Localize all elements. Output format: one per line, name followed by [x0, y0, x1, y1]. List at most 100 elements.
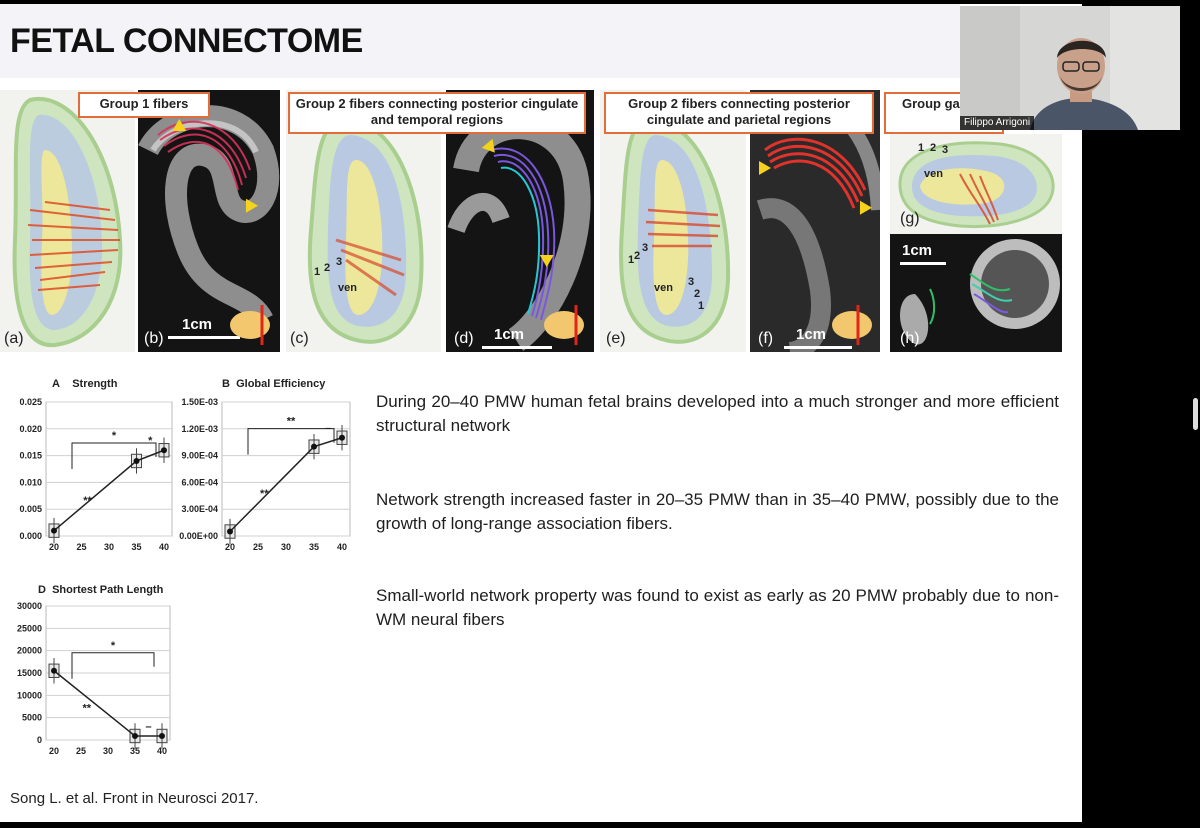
panel-label-f: (f) [758, 330, 774, 347]
x-tick-label: 40 [157, 746, 167, 756]
scale-bar-label: 1cm [182, 316, 213, 333]
region-number: 3 [688, 276, 695, 288]
significance-bracket [247, 428, 335, 455]
chart-title: A Strength [52, 378, 117, 390]
scale-bar-label: 1cm [796, 326, 827, 343]
y-tick-label: 0.005 [19, 504, 42, 514]
y-tick-label: 0 [37, 735, 42, 745]
scale-bar-label: 1cm [902, 242, 933, 259]
y-tick-label: 25000 [17, 623, 42, 633]
slide-title: FETAL CONNECTOME [10, 22, 363, 60]
panel-label-a: (a) [4, 330, 24, 347]
plot-area [221, 401, 351, 537]
scale-bar [900, 262, 946, 265]
figure-caption: Group 2 fibers connecting posterior cing… [604, 92, 874, 134]
participant-video-tile[interactable] [960, 6, 1180, 130]
significance-marker: * [112, 430, 117, 442]
x-tick-label: 20 [49, 542, 59, 552]
chart-panel-letter: B [222, 378, 230, 390]
y-tick-label: 9.00E-04 [181, 451, 218, 461]
x-tick-label: 35 [131, 542, 141, 552]
x-tick-label: 25 [253, 542, 263, 552]
chart-title: B Global Efficiency [222, 378, 325, 390]
scale-bar [168, 336, 240, 339]
panel-label-g: (g) [900, 210, 920, 227]
y-tick-label: 5000 [22, 713, 42, 723]
panel-label-e: (e) [606, 330, 626, 347]
scrollbar-handle[interactable] [1193, 398, 1198, 430]
ventricle-label: ven [338, 282, 357, 294]
data-point [51, 527, 57, 534]
x-tick-label: 35 [309, 542, 319, 552]
region-number: 3 [336, 256, 343, 268]
significance-marker: – [145, 721, 151, 733]
mri-slice-h [900, 239, 1060, 345]
brain-3d-render-a [12, 96, 123, 348]
y-tick-label: 3.00E-04 [181, 504, 218, 514]
significance-marker: – [325, 423, 331, 435]
x-tick-label: 30 [103, 746, 113, 756]
region-number: 2 [694, 288, 701, 300]
y-tick-label: 6.00E-04 [181, 477, 218, 487]
chart-title-text: Shortest Path Length [52, 584, 164, 596]
y-tick-label: 0.025 [19, 397, 42, 407]
chart-panel-letter: A [52, 378, 60, 390]
x-tick-label: 20 [49, 746, 59, 756]
x-tick-label: 40 [337, 542, 347, 552]
significance-bracket [71, 442, 157, 469]
figure-caption: Group 2 fibers connecting posterior cing… [288, 92, 586, 134]
presentation-slide: FETAL CONNECTOME (a) (b) 1cm [0, 4, 1082, 822]
data-point [133, 457, 140, 464]
x-tick-label: 30 [104, 542, 114, 552]
significance-marker: ** [287, 416, 296, 428]
x-tick-label: 20 [225, 542, 235, 552]
figure-panel-b: (b) 1cm [138, 90, 280, 352]
y-tick-label: 0.015 [19, 451, 42, 461]
data-point [132, 732, 138, 739]
brain-3d-render-c [307, 117, 424, 344]
significance-marker: * [148, 435, 153, 447]
brain-orientation-icon [230, 305, 270, 345]
region-number: 1 [314, 266, 321, 278]
x-tick-label: 40 [159, 542, 169, 552]
brain-3d-render-g [898, 141, 1055, 228]
y-tick-label: 0.010 [19, 477, 42, 487]
region-number: 2 [324, 262, 331, 274]
data-point [339, 434, 345, 441]
region-number: 2 [634, 250, 641, 262]
x-tick-label: 25 [76, 746, 86, 756]
y-tick-label: 0.000 [19, 531, 42, 541]
y-tick-label: 20000 [17, 646, 42, 656]
y-tick-label: 1.20E-03 [181, 424, 218, 434]
panel-label-d: (d) [454, 330, 474, 347]
region-number: 1 [698, 300, 705, 312]
scale-bar-label: 1cm [494, 326, 525, 343]
region-number: 1 [628, 254, 635, 266]
significance-marker: * [111, 640, 116, 652]
region-number: 3 [942, 144, 949, 156]
scale-bar [784, 346, 852, 349]
x-tick-label: 35 [130, 746, 140, 756]
title-band [0, 4, 960, 78]
panel-label-h: (h) [900, 330, 920, 347]
region-number: 1 [918, 142, 925, 154]
panel-label-c: (c) [290, 330, 309, 347]
y-tick-label: 15000 [17, 668, 42, 678]
participant-name-tag: Filippo Arrigoni [960, 116, 1035, 130]
citation: Song L. et al. Front in Neurosci 2017. [10, 790, 259, 807]
significance-bracket [71, 652, 155, 679]
data-point [311, 443, 317, 450]
region-number: 3 [642, 242, 649, 254]
significance-marker: ** [83, 495, 92, 507]
y-tick-label: 10000 [17, 690, 42, 700]
slide-paragraph: During 20–40 PMW human fetal brains deve… [376, 392, 1059, 435]
significance-marker: ** [260, 488, 269, 500]
global-efficiency-chart: 1.50E-031.20E-039.00E-046.00E-043.00E-04… [179, 397, 351, 552]
brain-orientation-icon [544, 305, 584, 345]
region-number: 2 [930, 142, 937, 154]
scale-bar [482, 346, 552, 349]
ventricle-label: ven [924, 168, 943, 180]
ventricle-label: ven [654, 282, 673, 294]
